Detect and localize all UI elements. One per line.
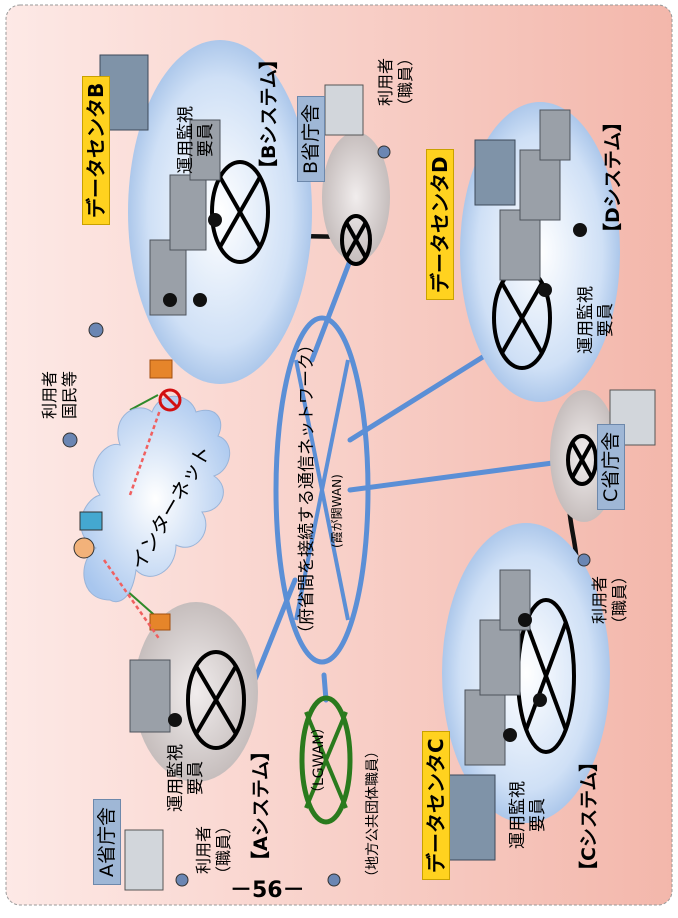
lgwan-cross <box>304 711 348 809</box>
wan-ellipse <box>273 315 371 665</box>
office-c-label: C省庁舎 <box>597 423 625 510</box>
router-b <box>210 160 270 264</box>
ops-b-wrap: 運用監視 要員 <box>176 100 216 180</box>
wan-sublabel: (霞が関WAN) <box>330 474 344 548</box>
building-d <box>474 139 516 206</box>
wan-cross <box>294 359 350 621</box>
ops-a-label: 運用監視 要員 <box>166 744 206 812</box>
internet-cloud <box>80 395 231 603</box>
ops-c-label: 運用監視 要員 <box>508 781 548 849</box>
users-a-label: 利用者 （職員） <box>194 818 233 883</box>
office-a-label: A省庁舎 <box>93 799 121 885</box>
firewall-icons <box>149 359 173 631</box>
public-users-label: 利用者 国民等 <box>40 371 79 420</box>
system-c-wrap: 【Cシステム】 <box>574 753 601 880</box>
router-b-office <box>340 214 372 266</box>
ops-b-label: 運用監視 要員 <box>176 106 216 174</box>
office-c-wrap: C省庁舎 <box>596 423 625 510</box>
system-b-label: 【Bシステム】 <box>258 50 280 178</box>
wan-label-wrap: （府省間を接続する通信ネットワーク） <box>292 336 317 642</box>
datacenter-b-wrap: データセンタB <box>80 75 110 225</box>
users-c-label: 利用者 （職員） <box>590 568 629 633</box>
servers-a <box>129 659 171 733</box>
attack-arrows <box>102 409 162 641</box>
servers-b <box>149 119 221 316</box>
router-c-office <box>566 434 598 486</box>
system-b-wrap: 【Bシステム】 <box>254 50 281 178</box>
router-a <box>186 650 246 750</box>
users-a-wrap: 利用者 （職員） <box>194 810 234 890</box>
lgwan-caption-wrap: （地方公共団体職員） <box>362 744 382 884</box>
ministry-b-building <box>324 84 364 136</box>
office-b-label: B省庁舎 <box>297 95 325 182</box>
b-office-blob <box>322 132 390 262</box>
office-b-wrap: B省庁舎 <box>296 95 325 182</box>
wan-sublabel-wrap: (霞が関WAN) <box>326 474 345 548</box>
datacenter-b-label: データセンタB <box>82 75 110 225</box>
system-a-wrap: 【Aシステム】 <box>246 742 273 870</box>
datacenter-d-label: データセンタD <box>426 149 454 300</box>
datacenter-b-blob <box>128 40 312 384</box>
users-c-wrap: 利用者 （職員） <box>590 560 630 640</box>
datacenter-c-label: データセンタC <box>422 731 450 880</box>
system-d-label: 【Dシステム】 <box>602 112 624 242</box>
ops-d-wrap: 運用監視 要員 <box>576 280 616 360</box>
prohibit-icon <box>158 388 182 412</box>
system-a-label: 【Aシステム】 <box>250 741 272 870</box>
users-icons <box>62 145 591 887</box>
lgwan-label: （LGWAN） <box>311 720 327 800</box>
datacenter-c-wrap: データセンタC <box>420 731 450 880</box>
lgwan-label-wrap: （LGWAN） <box>308 720 328 800</box>
wan-label: （府省間を接続する通信ネットワーク） <box>297 336 317 642</box>
attacker-icon <box>73 511 103 559</box>
lgwan-caption: （地方公共団体職員） <box>365 744 381 884</box>
servers-d <box>499 109 571 281</box>
ops-d-label: 運用監視 要員 <box>576 286 616 354</box>
operators <box>163 213 587 742</box>
system-d-wrap: 【Dシステム】 <box>598 113 625 242</box>
ops-a-wrap: 運用監視 要員 <box>166 738 206 818</box>
ops-c-wrap: 運用監視 要員 <box>508 775 548 855</box>
users-b-wrap: 利用者 （職員） <box>376 42 416 122</box>
public-users-wrap: 利用者 国民等 <box>40 360 80 430</box>
ministry-a-building <box>124 829 164 891</box>
a-office-blob <box>134 602 258 782</box>
office-a-wrap: A省庁舎 <box>92 799 121 885</box>
datacenter-d-wrap: データセンタD <box>424 149 454 300</box>
page-number: －56－ <box>230 878 305 903</box>
users-b-label: 利用者 （職員） <box>376 50 415 115</box>
lgwan-ellipse <box>299 695 353 825</box>
system-c-label: 【Cシステム】 <box>578 752 600 880</box>
